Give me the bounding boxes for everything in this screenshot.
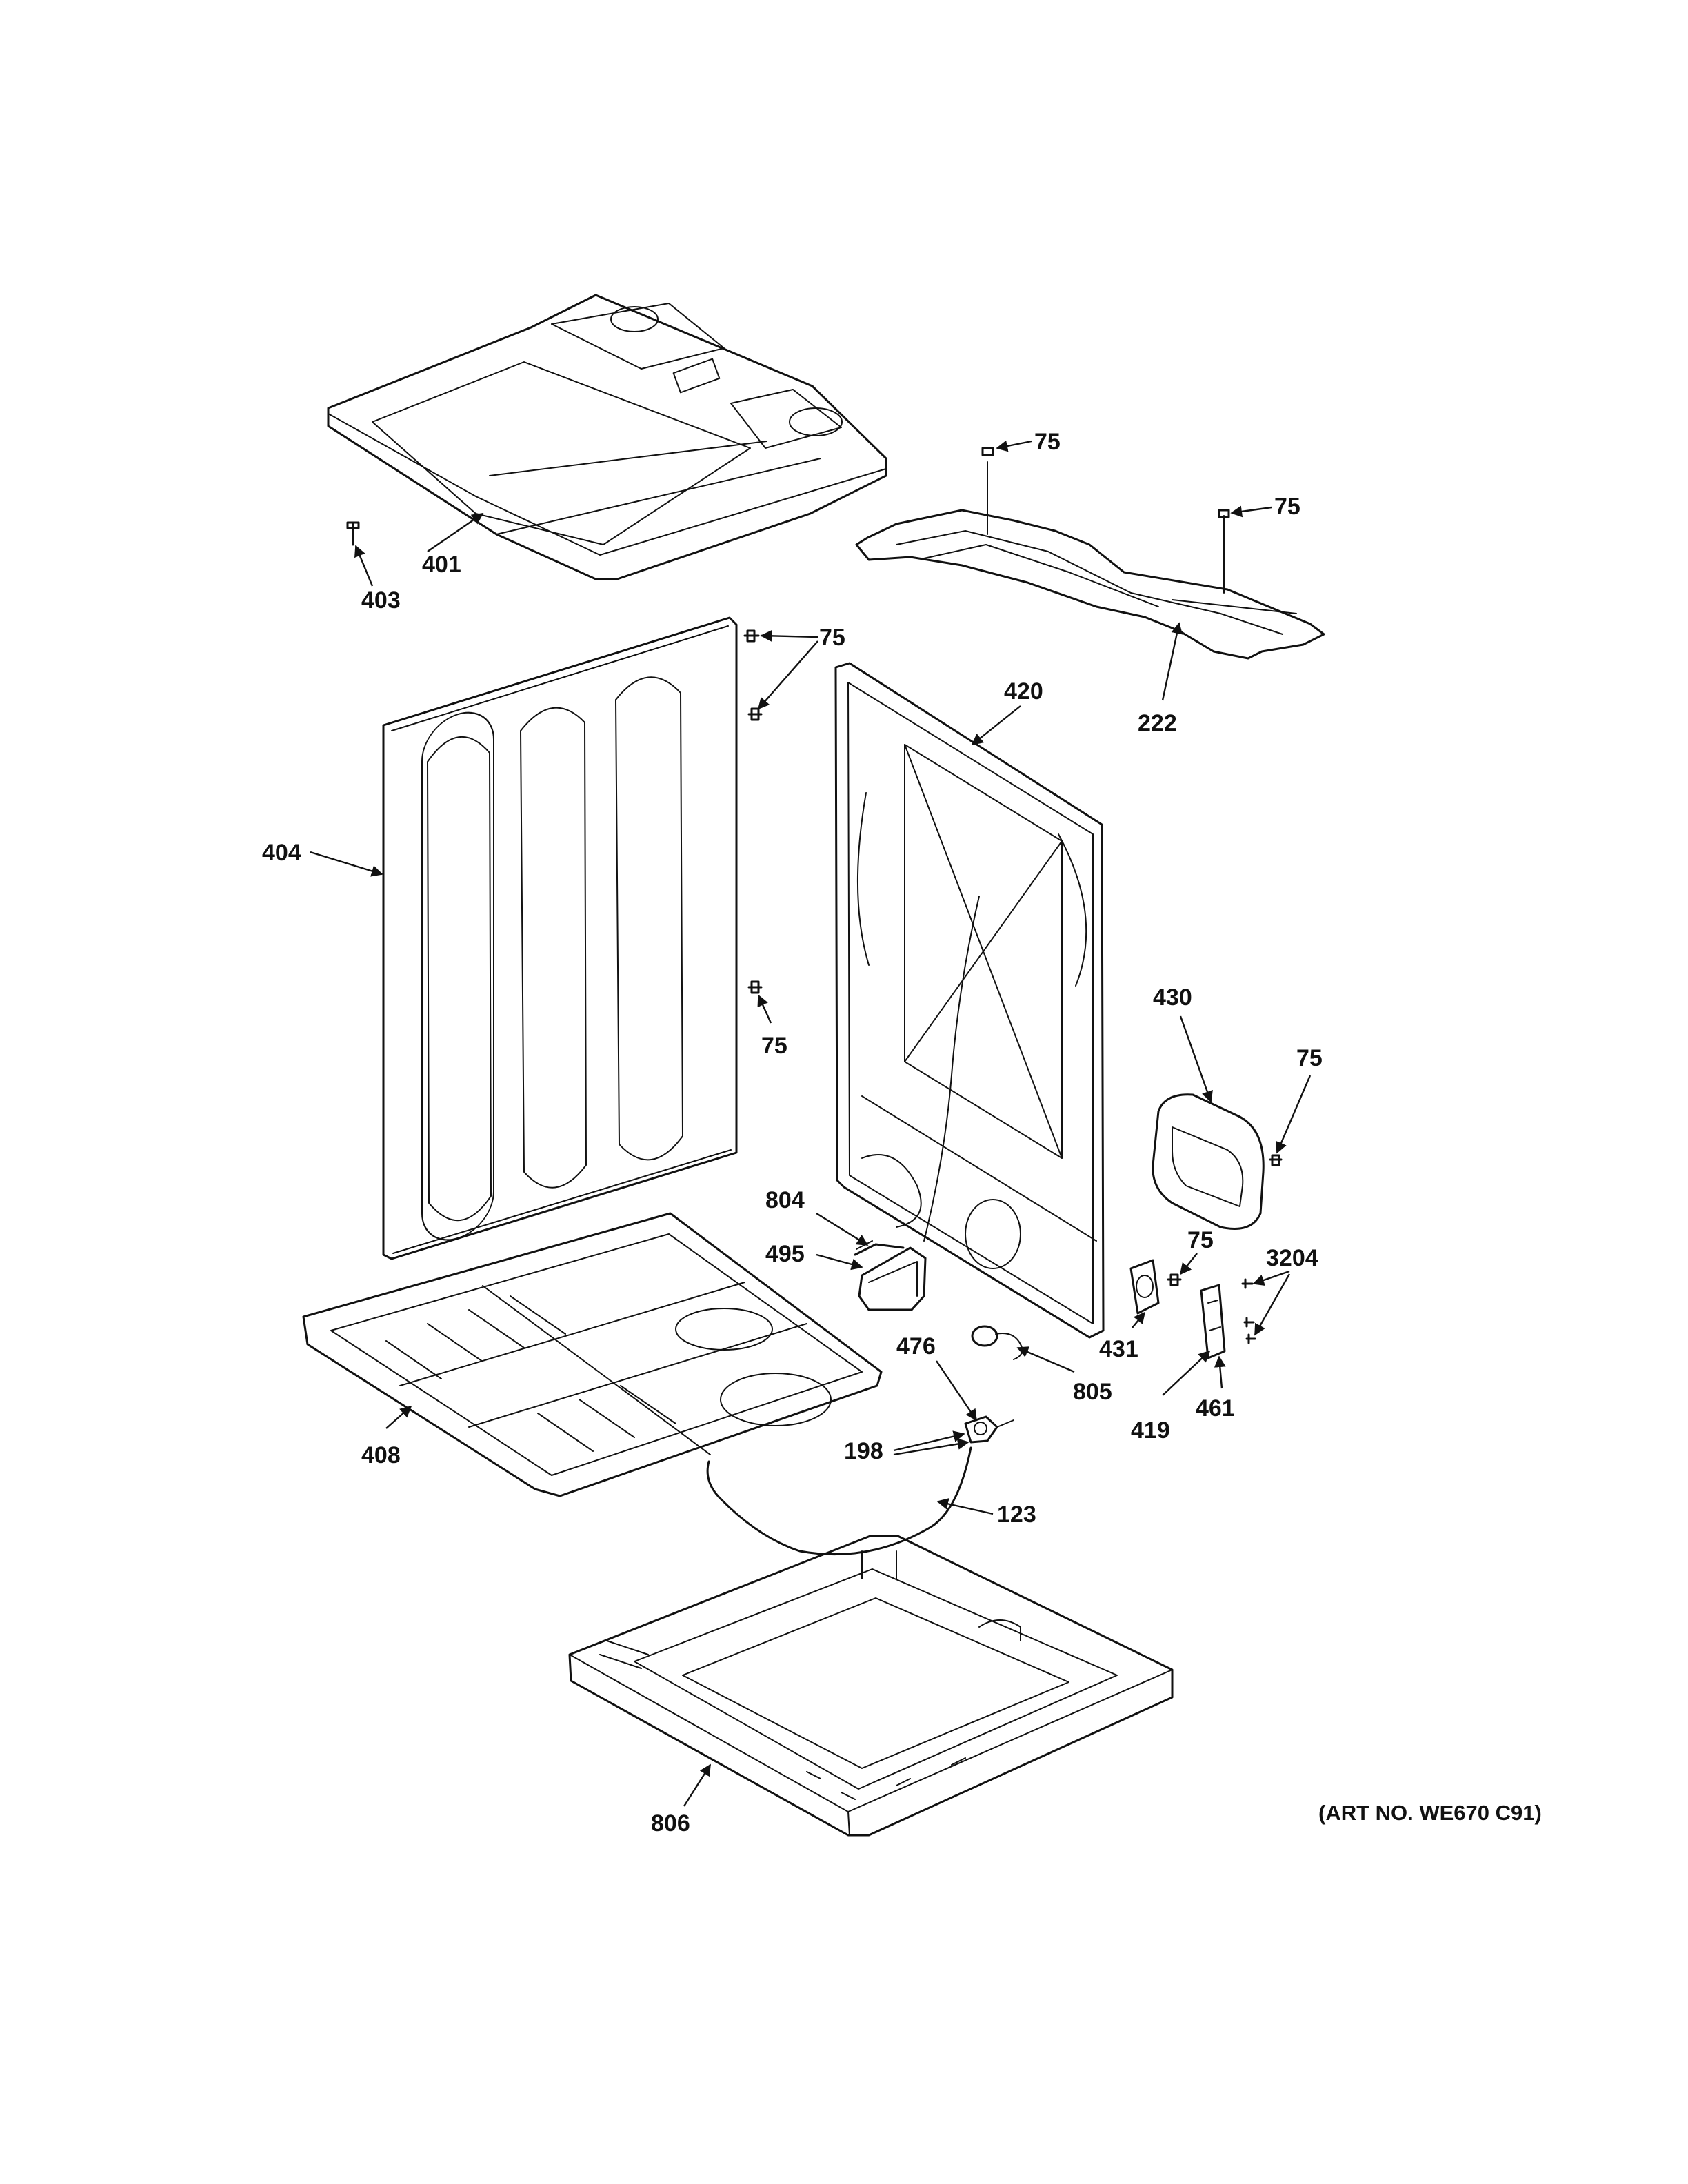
callout-404: 404 [262,840,301,866]
callout-420: 420 [1004,678,1043,705]
callout-403: 403 [361,587,401,614]
callout-804: 804 [765,1187,805,1213]
callout-75-a: 75 [1034,429,1061,455]
callout-75-e: 75 [1296,1045,1323,1071]
wire-harness-804 [854,1240,905,1256]
callout-431: 431 [1099,1336,1138,1362]
callout-430: 430 [1153,984,1192,1011]
screw-75-side-c [747,980,763,994]
sensor-805 [971,1325,1023,1360]
callout-75-b: 75 [1274,494,1300,520]
callout-198: 198 [844,1438,883,1464]
duct-430 [1152,1093,1265,1230]
part-431 [1129,1259,1160,1315]
cover-495 [858,1246,927,1311]
callout-123: 123 [997,1502,1036,1528]
art-number: (ART NO. WE670 C91) [1318,1801,1542,1825]
callout-3204: 3204 [1266,1245,1318,1271]
callout-222: 222 [1138,710,1177,736]
callout-75-d: 75 [761,1033,787,1059]
base-frame-806 [568,1535,1174,1837]
callout-419: 419 [1131,1417,1170,1444]
screw-75-side-a [743,629,760,643]
callout-476: 476 [896,1333,936,1359]
screw-75-side-b [747,707,763,721]
callout-75-f: 75 [1187,1227,1214,1253]
part-419 [1200,1284,1226,1359]
callout-408: 408 [361,1442,401,1468]
side-panel-404 [382,616,738,1260]
top-panel-401 [327,294,887,580]
screw-403 [346,521,360,546]
valve-476 [964,1415,1014,1444]
leader-lines [310,440,1312,1807]
hose-123 [706,1446,972,1556]
screw-75-duct [1269,1154,1283,1166]
callout-461: 461 [1196,1395,1235,1422]
callout-806: 806 [651,1810,690,1837]
callout-805: 805 [1073,1379,1112,1405]
callout-75-c: 75 [819,625,845,651]
base-panel-408 [302,1212,883,1497]
callout-495: 495 [765,1241,805,1267]
part-461 [1241,1278,1256,1344]
rear-panel-420 [834,662,1105,1339]
screw-75-431 [1167,1273,1182,1286]
callout-401: 401 [422,552,461,578]
rear-bracket-222 [855,447,1325,660]
